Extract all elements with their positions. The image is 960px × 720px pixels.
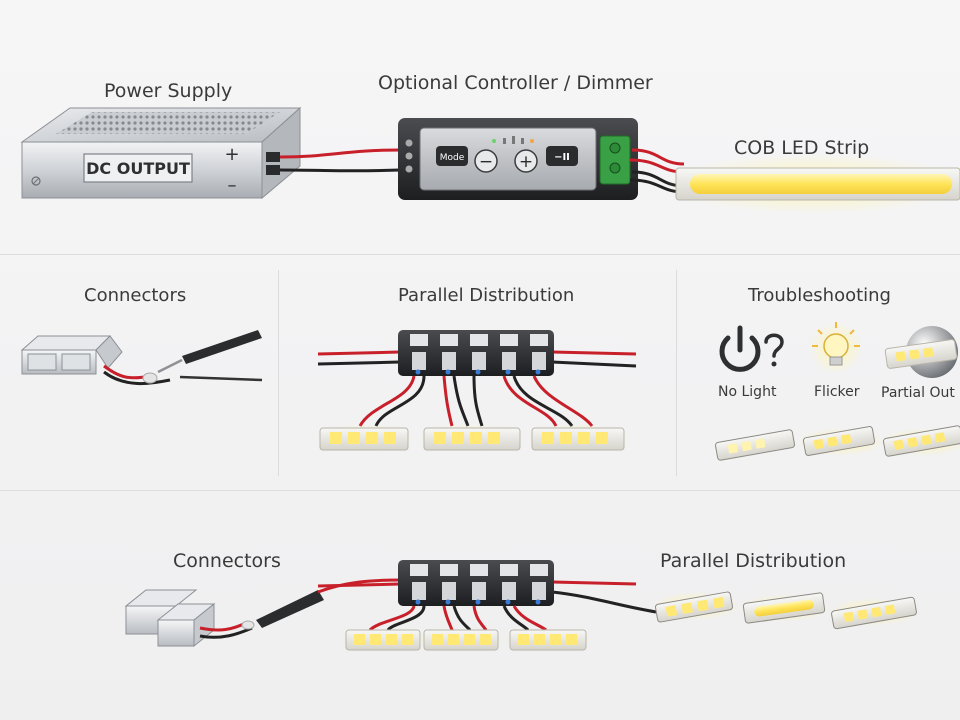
parallel-label-bottom: Parallel Distribution bbox=[660, 550, 847, 572]
controller-dimmer bbox=[398, 118, 638, 200]
bulb-icon bbox=[810, 322, 862, 374]
question-icon bbox=[764, 333, 784, 367]
mode-button: Mode bbox=[440, 153, 465, 163]
led-strip-bottom-1 bbox=[340, 628, 428, 652]
led-strip-bottom-5 bbox=[738, 592, 830, 624]
connectors-label-bottom: Connectors bbox=[173, 550, 281, 572]
led-strip-mid-1 bbox=[314, 424, 414, 452]
troubleshooting-label: Troubleshooting bbox=[748, 285, 891, 306]
led-strip-bottom-4 bbox=[652, 591, 740, 623]
plus-sign: + bbox=[224, 144, 239, 165]
issue-partial-out: Partial Out bbox=[881, 385, 955, 401]
terminal-block-mid bbox=[317, 330, 637, 427]
connectors-label-mid: Connectors bbox=[84, 285, 187, 306]
cob-led-strip bbox=[665, 154, 960, 214]
section-divider-bottom bbox=[0, 490, 960, 491]
section-divider-top bbox=[0, 254, 960, 255]
terminal-block-bottom bbox=[317, 560, 657, 632]
led-strip-bottom-3 bbox=[504, 628, 592, 652]
power-icon bbox=[719, 325, 761, 372]
led-strip-bottom-2 bbox=[418, 628, 506, 652]
partial-strip-icon bbox=[884, 326, 958, 378]
trouble-strip-1 bbox=[715, 429, 795, 461]
controller-label: Optional Controller / Dimmer bbox=[378, 72, 653, 94]
cob-strip-label: COB LED Strip bbox=[734, 137, 870, 159]
column-divider-2 bbox=[676, 270, 677, 476]
dc-output-text: DC OUTPUT bbox=[86, 159, 190, 178]
led-strip-bottom-6 bbox=[828, 596, 920, 630]
power-supply-label: Power Supply bbox=[104, 80, 233, 102]
led-strip-mid-2 bbox=[418, 424, 521, 452]
connectors-illustration-bottom bbox=[124, 578, 401, 648]
power-supply bbox=[20, 106, 302, 200]
connectors-illustration-mid bbox=[20, 330, 263, 386]
issue-no-light: No Light bbox=[718, 384, 777, 400]
minus-sign: – bbox=[228, 175, 237, 196]
dim-up-button: + bbox=[519, 152, 533, 172]
led-strip-mid-3 bbox=[526, 424, 626, 452]
column-divider-1 bbox=[278, 270, 279, 476]
dim-down-button: − bbox=[479, 152, 493, 172]
issue-flicker: Flicker bbox=[814, 384, 860, 400]
trouble-strip-2 bbox=[796, 426, 884, 456]
play-pause-button: −II bbox=[554, 152, 570, 163]
trouble-strip-3 bbox=[880, 425, 960, 457]
parallel-label-mid: Parallel Distribution bbox=[398, 285, 575, 306]
